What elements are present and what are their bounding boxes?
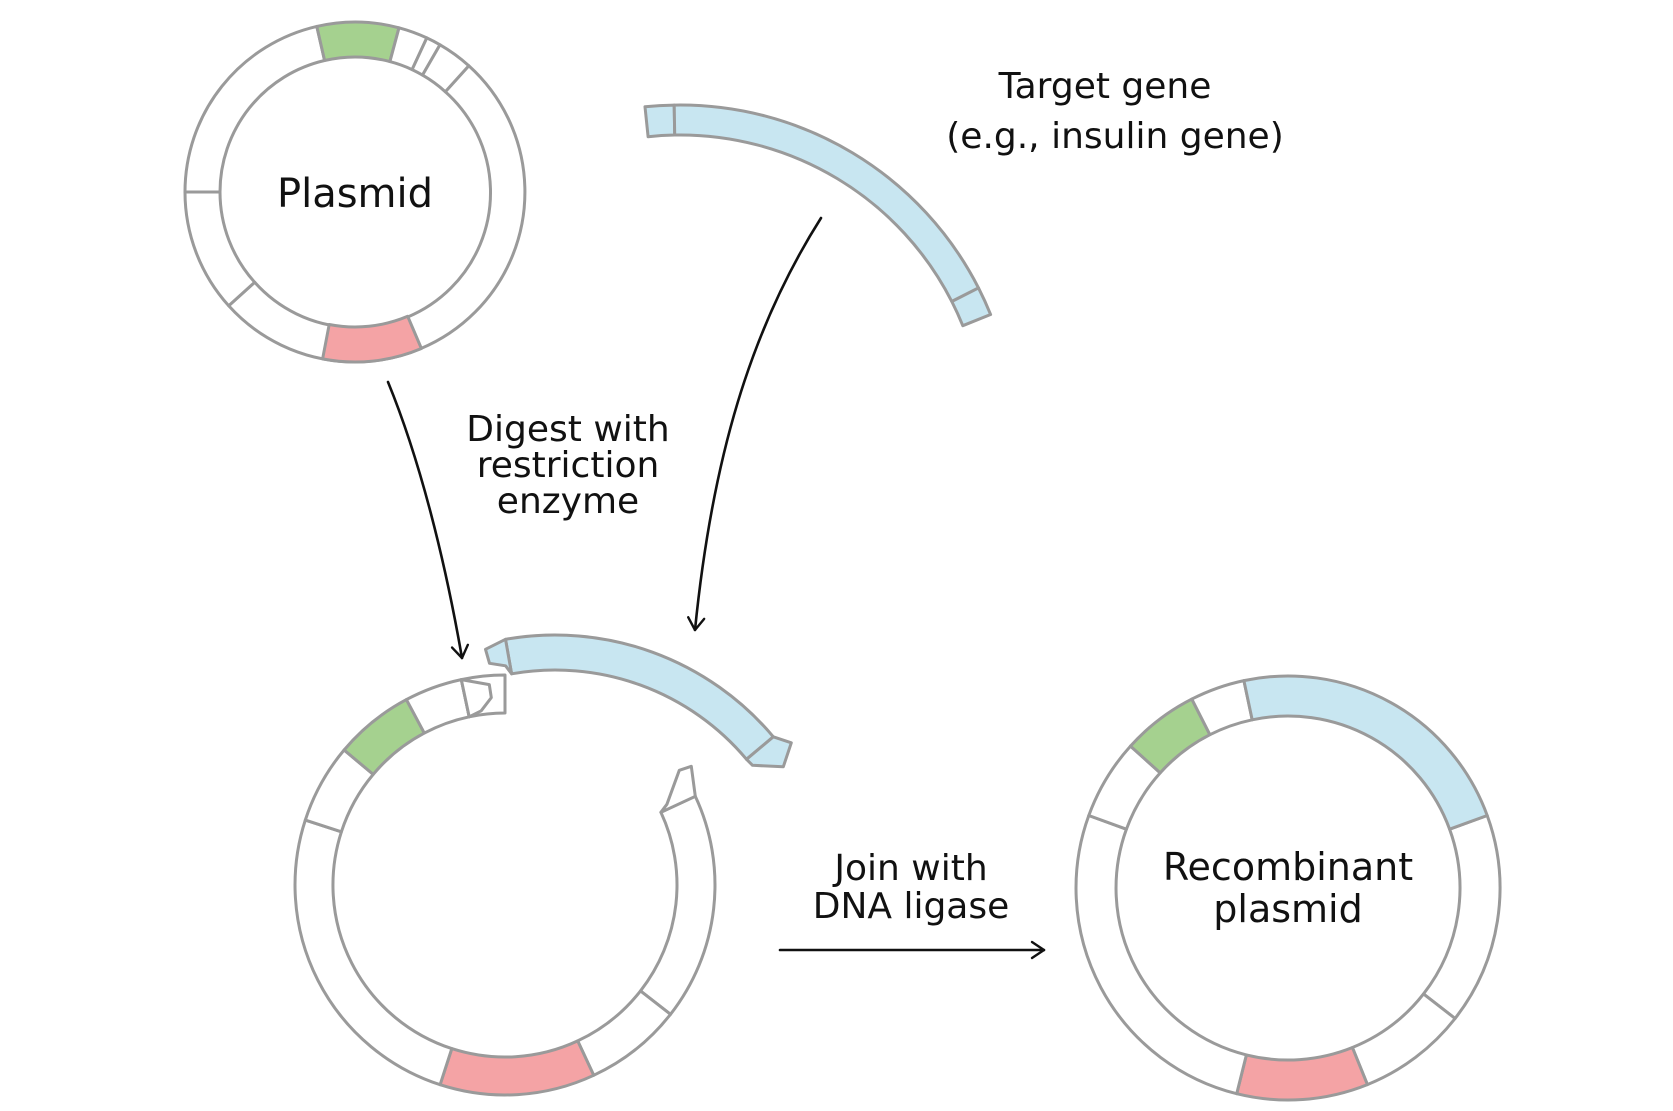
plasmid-backbone-segment bbox=[183, 24, 327, 194]
plasmid-backbone-segment bbox=[421, 43, 471, 94]
join-label-line2: DNA ligase bbox=[813, 886, 1010, 927]
digested-gene-fragment bbox=[484, 633, 793, 769]
digested-sticky-end-right bbox=[659, 764, 697, 814]
digested-backbone-segment bbox=[576, 989, 672, 1077]
fragment-sticky-end-right bbox=[745, 735, 793, 769]
target-gene-body bbox=[672, 103, 980, 303]
recombinant-backbone-segment bbox=[1422, 814, 1502, 1020]
digest-label-line3: enzyme bbox=[497, 481, 639, 522]
fragment-sticky-end-left bbox=[484, 637, 514, 676]
digest-arrow-plasmid bbox=[386, 380, 470, 660]
plasmid-backbone-segment bbox=[227, 64, 527, 364]
plasmid-backbone-segment bbox=[183, 190, 257, 308]
target-gene-label-line2: (e.g., insulin gene) bbox=[946, 116, 1283, 157]
target-gene-label: Target gene (e.g., insulin gene) bbox=[946, 66, 1283, 157]
gene-sticky-end-left bbox=[643, 103, 677, 139]
recombinant-plasmid: Recombinant plasmid bbox=[1074, 674, 1502, 1102]
recombinant-origin-region bbox=[1235, 1046, 1369, 1102]
plasmid-marker-gene bbox=[315, 20, 401, 64]
plasmid-label: Plasmid bbox=[277, 171, 433, 217]
plasmid-ring: Plasmid bbox=[183, 20, 527, 364]
digest-label: Digest with restriction enzyme bbox=[466, 409, 669, 522]
plasmid-ring-segments bbox=[183, 20, 527, 364]
digested-backbone-segment bbox=[293, 818, 454, 1087]
recombinant-inserted-gene bbox=[1242, 674, 1489, 831]
join-label: Join with DNA ligase bbox=[813, 848, 1010, 927]
digest-label-line2: restriction bbox=[477, 445, 660, 486]
digested-gene-fragment-body bbox=[504, 633, 775, 761]
join-label-line1: Join with bbox=[832, 848, 987, 889]
digested-plasmid bbox=[293, 673, 717, 1097]
target-gene-fragment bbox=[643, 103, 993, 328]
plasmid-origin-region bbox=[321, 314, 423, 364]
digested-backbone-segment bbox=[639, 794, 717, 1016]
recombinant-label-line2: plasmid bbox=[1213, 887, 1362, 931]
recombinant-label-line1: Recombinant bbox=[1163, 845, 1413, 889]
digest-label-line1: Digest with bbox=[466, 409, 669, 450]
target-gene-label-line1: Target gene bbox=[998, 66, 1212, 107]
recombinant-ring-segments bbox=[1074, 674, 1502, 1102]
digested-origin-region bbox=[438, 1039, 596, 1097]
digested-sticky-end-left bbox=[459, 678, 493, 719]
digest-arrow-gene bbox=[687, 216, 823, 632]
recombinant-backbone-segment bbox=[1350, 992, 1457, 1087]
gene-sticky-end-right bbox=[950, 286, 993, 328]
